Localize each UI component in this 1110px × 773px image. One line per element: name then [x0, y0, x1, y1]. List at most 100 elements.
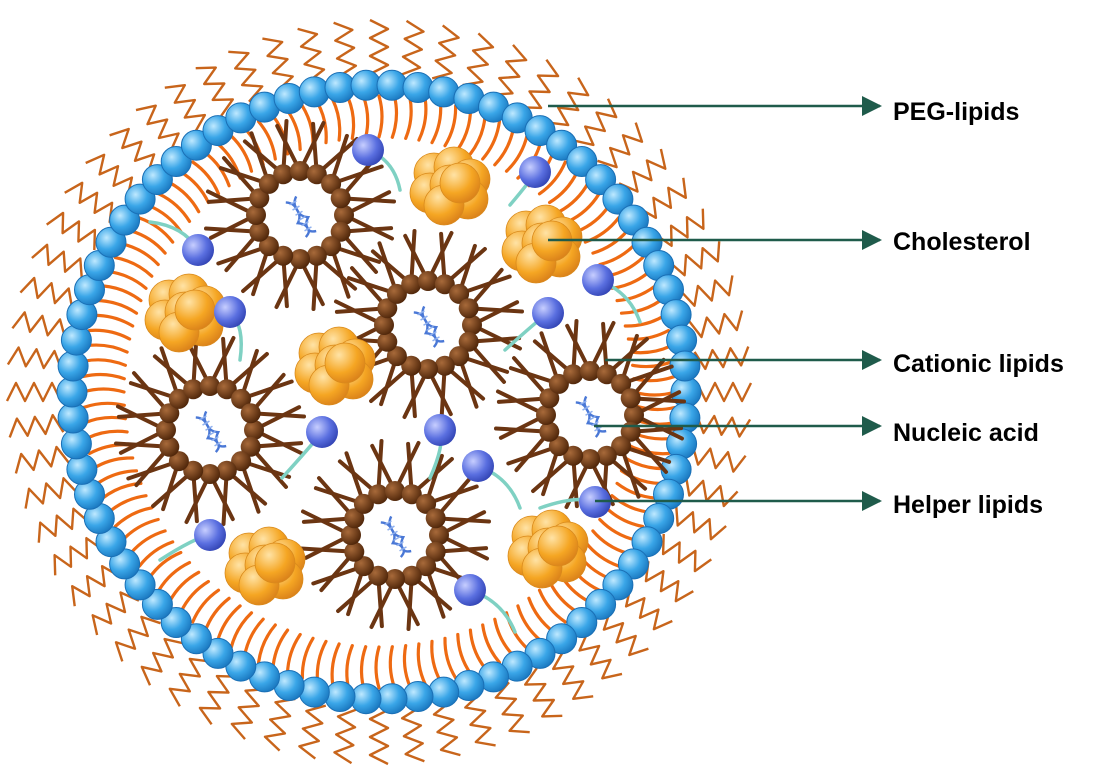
helper-lipid	[352, 134, 402, 192]
peg-chain	[693, 346, 750, 371]
bilayer-tail	[583, 216, 621, 244]
peg-chain	[573, 98, 618, 147]
helper-lipid	[158, 519, 226, 562]
label-cationic-lipids: Cationic lipids	[893, 350, 1064, 378]
bilayer-tail	[481, 120, 501, 161]
cationic-lipid-head	[249, 221, 270, 242]
bilayer-tail	[557, 181, 590, 214]
bilayer-tail	[91, 456, 135, 471]
peg-chain	[462, 32, 495, 87]
cationic-lipid-head	[321, 173, 342, 194]
bilayer-tail	[229, 134, 254, 173]
bilayer-tail	[443, 104, 458, 148]
peg-chain	[602, 610, 649, 657]
peg-chain	[431, 24, 460, 80]
bilayer-tail	[404, 96, 413, 140]
bilayer-tail	[417, 98, 428, 142]
bilayer-tail	[346, 96, 356, 140]
bilayer-tail	[95, 298, 139, 315]
bilayer-tail	[591, 229, 629, 255]
bilayer-tail	[548, 579, 579, 614]
cationic-lipid-head	[386, 283, 407, 304]
bilayer-tail	[456, 632, 473, 676]
cationic-lipid-head	[620, 388, 641, 409]
peg-chain	[14, 445, 70, 474]
bilayer-tail	[137, 216, 175, 244]
peg-chain	[368, 708, 390, 766]
peg-chain	[675, 505, 727, 541]
helper-lipid-head	[582, 264, 614, 296]
peg-chain	[400, 19, 425, 76]
bilayer-tail	[95, 469, 139, 486]
peg-chain	[297, 27, 326, 83]
peg-chain	[11, 311, 67, 340]
bilayer-tail	[257, 120, 277, 161]
cationic-lipid-head	[341, 525, 361, 545]
cationic-lipid-head	[434, 274, 455, 295]
bilayer-tail	[85, 343, 129, 354]
helper-lipid-head	[462, 450, 494, 482]
bilayer-tail	[626, 328, 671, 341]
bilayer-tail	[527, 596, 555, 634]
peg-chain	[464, 692, 496, 747]
cationic-lipid-micelle	[332, 229, 524, 421]
cationic-lipid-head	[416, 556, 437, 577]
cationic-lipid-head	[321, 236, 342, 257]
peg-lipid-head	[666, 324, 698, 356]
peg-chain	[114, 615, 161, 662]
peg-chain	[71, 565, 121, 607]
helper-lipid-head	[352, 134, 384, 166]
bilayer-tail	[157, 561, 192, 592]
cationic-lipid-head	[611, 373, 632, 394]
peg-chain	[24, 477, 79, 509]
cationic-lipid-head	[377, 331, 398, 352]
bilayer-tail	[285, 108, 302, 152]
peg-chain	[548, 77, 590, 127]
cationic-lipid-head	[401, 565, 422, 586]
helper-lipid-head	[532, 297, 564, 329]
cationic-lipid-head	[596, 364, 617, 385]
cationic-lipid-head	[418, 271, 438, 291]
bilayer-tail	[87, 328, 132, 341]
bilayer-tail	[300, 636, 315, 680]
cationic-lipid-head	[168, 451, 189, 472]
cationic-lipid-head	[231, 388, 252, 409]
cationic-lipid-head	[258, 173, 279, 194]
cationic-lipid-head	[306, 245, 327, 266]
cationic-lipid-head	[368, 484, 389, 505]
peg-chain	[230, 688, 266, 740]
cationic-lipid-head	[386, 346, 407, 367]
peg-lipid-head	[66, 453, 98, 485]
helper-lipid-head	[214, 296, 246, 328]
cationic-lipid-head	[159, 403, 180, 424]
peg-chain	[198, 674, 238, 725]
helper-lipid	[280, 416, 338, 480]
peg-chain	[19, 276, 74, 309]
bilayer-tail	[330, 642, 341, 686]
bilayer-tail	[129, 529, 167, 555]
peg-chain	[668, 241, 721, 277]
peg-chain	[654, 208, 705, 247]
cationic-lipid-head	[216, 460, 237, 481]
cationic-lipid-head	[401, 484, 422, 505]
peg-chain	[5, 381, 63, 403]
cationic-lipid-head	[418, 359, 438, 379]
leader-lines	[548, 96, 882, 511]
bilayer-tail	[619, 298, 663, 315]
bilayer-tail	[468, 628, 487, 670]
cationic-lipid-head	[462, 315, 482, 335]
helper-lipid	[503, 297, 564, 352]
helper-lipid-head	[519, 156, 551, 188]
peg-lipid-head	[109, 204, 141, 236]
peg-chain	[168, 657, 210, 707]
helper-lipid	[214, 296, 246, 362]
bilayer-tail	[107, 270, 148, 290]
peg-chain	[695, 413, 752, 438]
cationic-lipid-head	[240, 436, 261, 457]
peg-lipid-head	[60, 428, 92, 460]
cationic-lipid-head	[580, 449, 600, 469]
bilayer-tail	[361, 94, 370, 139]
bilayer-tail	[504, 134, 529, 173]
bilayer-tail	[430, 639, 443, 684]
peg-chain	[37, 507, 90, 543]
